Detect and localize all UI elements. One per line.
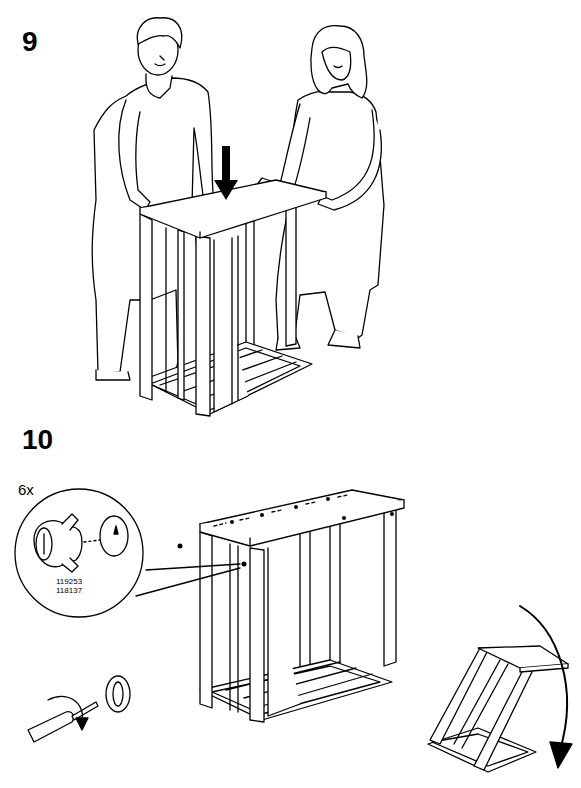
woman-figure [328, 330, 360, 348]
frame-step-10 [200, 532, 212, 708]
man-figure [146, 74, 172, 98]
man-figure [96, 370, 130, 380]
frame-step-10 [250, 548, 264, 722]
frame-step-10 [249, 538, 250, 546]
frame-step-10 [200, 490, 404, 722]
man-figure [137, 18, 182, 48]
tip-over-figure [520, 664, 568, 672]
dowel-holes [326, 497, 330, 501]
screwdriver-tool [76, 718, 88, 730]
dowel-holes [260, 513, 264, 517]
screwdriver-tool [72, 702, 98, 720]
cam-lock-part [43, 534, 44, 554]
screwdriver-tool [28, 676, 130, 742]
woman-figure [334, 66, 342, 68]
frame-step-9 [178, 230, 184, 400]
screwdriver-tool [28, 712, 74, 742]
frame-step-9 [196, 236, 210, 416]
cam-lock-part [34, 514, 128, 572]
woman-figure [311, 26, 367, 98]
frame-step-9 [140, 180, 326, 416]
frame-step-9 [232, 236, 238, 404]
frame-step-9 [286, 196, 296, 346]
part-number: 119253 118137 [56, 578, 86, 596]
cam-lock-part [84, 540, 100, 542]
cam-lock-part [34, 521, 82, 567]
screwdriver-tool [113, 682, 123, 706]
man-figure [119, 100, 150, 210]
frame-step-9 [165, 228, 166, 392]
tip-over-figure [454, 660, 508, 748]
cam-lock-part [36, 528, 52, 560]
tip-over-figure [474, 668, 532, 770]
frame-step-10 [300, 526, 310, 680]
cam-lock-part [114, 526, 118, 534]
step-number: 9 [22, 26, 38, 58]
callout-leader [136, 564, 240, 596]
step-number: 10 [22, 424, 53, 456]
rotation-arrow [520, 606, 567, 750]
cam-lock-part [62, 514, 78, 572]
cam-lock-part [100, 516, 128, 556]
frame-step-9 [140, 192, 326, 238]
rotation-arrow [520, 606, 572, 768]
frame-step-9 [214, 240, 248, 412]
frame-step-9 [140, 214, 152, 400]
frame-step-10 [200, 500, 404, 546]
frame-step-9 [199, 232, 200, 238]
tip-over-figure [428, 646, 568, 772]
frame-step-10 [384, 502, 396, 666]
dowel-holes [178, 497, 395, 567]
dowel-holes [294, 505, 298, 509]
down-arrow [214, 146, 238, 200]
dowel-holes [390, 512, 394, 516]
callout-leader [136, 564, 240, 596]
dowel-holes [342, 516, 346, 520]
quantity-label: 6x [18, 482, 34, 499]
woman-figure [318, 110, 381, 210]
dowel-holes [178, 544, 183, 549]
frame-step-9 [246, 204, 254, 352]
frame-step-10 [330, 518, 340, 672]
tip-over-figure [478, 646, 568, 668]
dowel-holes [230, 520, 234, 524]
frame-step-10 [268, 548, 300, 716]
frame-step-10 [214, 495, 348, 526]
dowel-holes [242, 562, 247, 567]
circle-outline [14, 482, 156, 624]
man-figure [155, 56, 165, 66]
rotation-arrow [550, 742, 572, 768]
screwdriver-tool [106, 676, 130, 712]
callout-circle: 6x 119253 118137 [14, 482, 156, 624]
woman-figure [322, 47, 351, 80]
circle-outline [15, 489, 143, 617]
tip-over-figure [430, 648, 488, 744]
down-arrow [214, 146, 238, 200]
